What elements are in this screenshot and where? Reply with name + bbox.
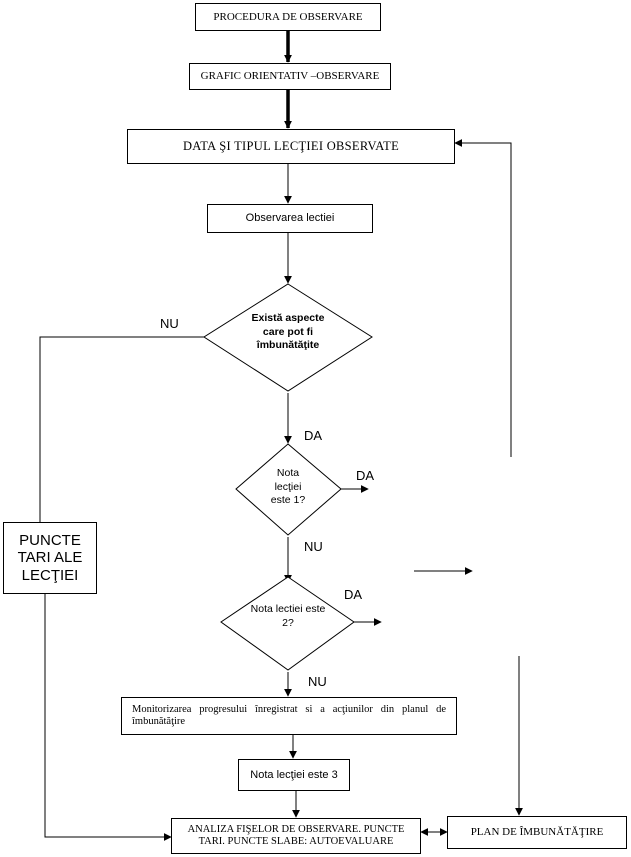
label-da-aspecte: DA [304,428,323,443]
box-monitorizarea: Monitorizarea progresului înregistrat si… [121,697,457,735]
box-analiza: ANALIZA FIŞELOR DE OBSERVARE. PUNCTE TAR… [171,818,421,854]
label-da-nota2: DA [344,587,363,602]
decision-aspecte-shape [203,283,373,392]
box-plan: PLAN DE ÎMBUNĂTĂŢIRE [447,816,627,849]
box-observarea: Observarea lectiei [207,204,373,233]
decision-nota2-shape [220,576,355,671]
decision-aspecte-text: Există aspecte care pot fi îmbunătăţite [251,312,325,352]
box-data-tip: DATA ŞI TIPUL LECŢIEI OBSERVATE [127,129,455,164]
decision-nota1-text: Nota lecţiei este 1? [270,467,306,507]
arrow-loop-to-data [454,139,512,457]
decision-nota2-text: Nota lectiei este 2? [250,603,326,629]
label-da-nota1: DA [356,468,375,483]
box-grafic: GRAFIC ORIENTATIV –OBSERVARE [189,63,391,90]
label-nu-nota2: NU [308,674,327,689]
box-procedura: PROCEDURA DE OBSERVARE [195,3,381,31]
label-nu-nota1: NU [304,539,323,554]
box-puncte-tari: PUNCTE TARI ALE LECŢIEI [3,522,97,594]
connector-nu-puncte-tari [39,336,204,522]
arrow-puncte-tari-analiza [44,593,172,841]
decision-nota1-shape [235,443,342,536]
label-nu-aspecte: NU [160,316,179,331]
box-nota3: Nota lecţiei este 3 [238,759,350,791]
